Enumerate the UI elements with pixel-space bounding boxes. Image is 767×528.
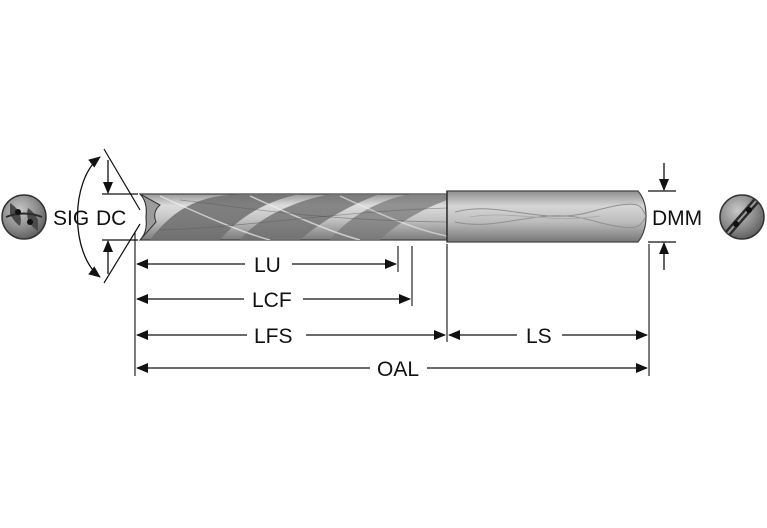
drill-shank — [446, 190, 647, 243]
drill-tip-end-view-icon — [1, 194, 47, 240]
sig-label: SIG — [53, 207, 89, 230]
oal-label: OAL — [377, 358, 419, 381]
extension-lines — [134, 232, 650, 376]
ls-dimension: LS — [448, 325, 648, 348]
dmm-label: DMM — [652, 207, 702, 230]
drill-fluted-body — [138, 193, 448, 241]
drill-shank-end-view-icon — [719, 194, 765, 240]
lcf-label: LCF — [252, 289, 292, 312]
dmm-annotation: DMM — [648, 163, 702, 270]
lu-dimension: LU — [136, 254, 397, 277]
dc-annotation: DC — [96, 160, 138, 274]
ls-label: LS — [526, 325, 552, 348]
sig-annotation: SIG — [53, 148, 141, 284]
lfs-label: LFS — [254, 325, 293, 348]
lu-label: LU — [254, 254, 281, 277]
lcf-dimension: LCF — [136, 289, 411, 312]
dc-label: DC — [96, 207, 126, 230]
lfs-dimension: LFS — [136, 325, 446, 348]
oal-dimension: OAL — [136, 358, 648, 381]
